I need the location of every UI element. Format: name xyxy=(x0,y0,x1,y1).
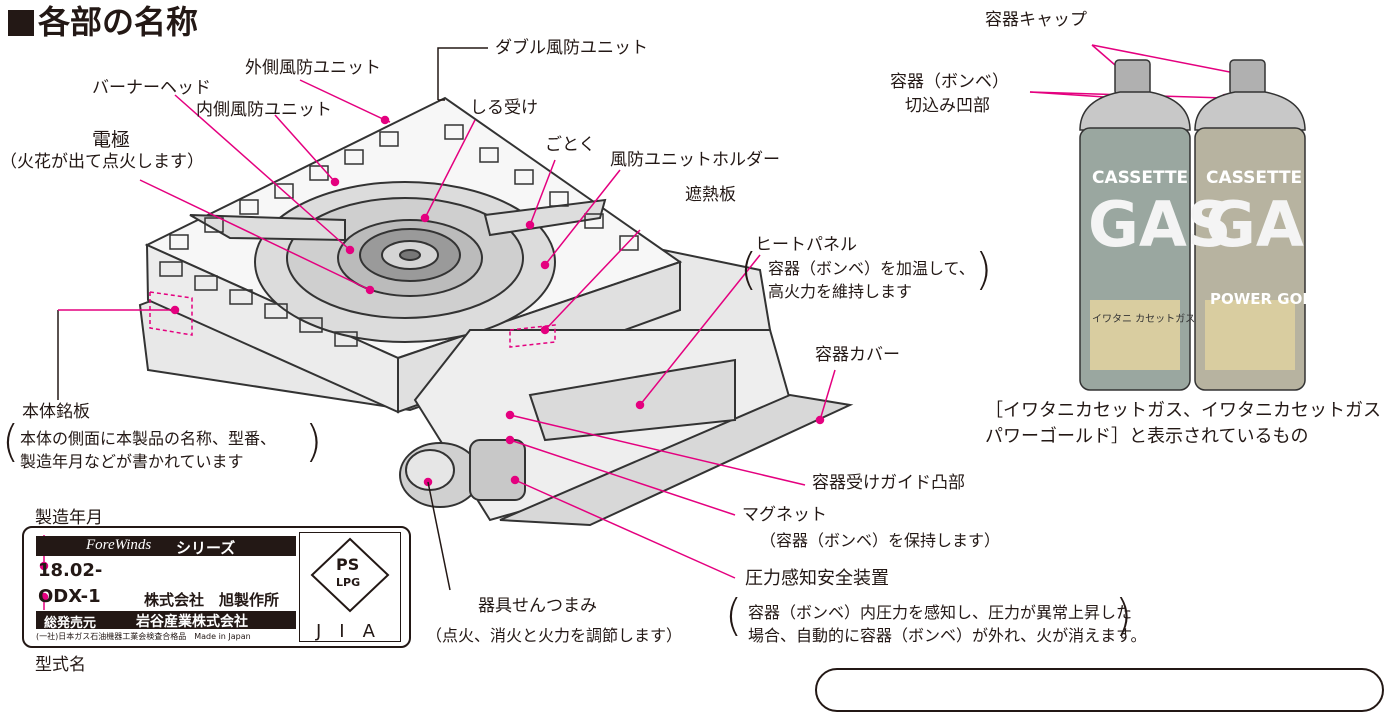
plate-seller-bar: 総発売元 岩谷産業株式会社 xyxy=(36,611,296,631)
pressure-paren-left: ( xyxy=(725,590,743,641)
label-name-plate: 本体銘板 xyxy=(22,402,90,422)
label-heat-panel-note-1: 容器（ボンベ）を加温して、 xyxy=(768,259,975,278)
label-pan-support: ごとく xyxy=(545,135,596,155)
label-heat-panel: ヒートパネル xyxy=(755,235,857,255)
title-square-icon xyxy=(8,10,34,36)
plate-seller: 岩谷産業株式会社 xyxy=(136,614,248,630)
label-heat-panel-note-2: 高火力を維持します xyxy=(768,282,913,301)
plate-date-value: 18.02- xyxy=(38,560,103,581)
page-title: 各部の名称 xyxy=(8,2,198,42)
info-box xyxy=(815,668,1384,712)
label-heat-shield: 遮熱板 xyxy=(685,185,736,205)
name-plate-paren-right: ) xyxy=(305,416,323,467)
ps-lpg-mark: PS LPG J I A xyxy=(299,532,401,642)
container-cover-shape xyxy=(499,393,854,527)
label-guide-bump: 容器受けガイド凸部 xyxy=(812,473,965,493)
label-container-cover: 容器カバー xyxy=(815,345,900,365)
ps-mark-top: PS xyxy=(336,555,360,574)
label-electrode-note: （火花が出て点火します） xyxy=(0,152,204,172)
can-left-band: イワタニ カセットガス xyxy=(1092,314,1196,325)
label-magnet: マグネット xyxy=(742,505,827,525)
plate-maker: 株式会社 旭製作所 xyxy=(144,591,280,609)
heat-panel-paren-left: ( xyxy=(740,244,758,295)
plate-seller-label: 総発売元 xyxy=(44,616,97,631)
label-model-name: 型式名 xyxy=(35,655,86,675)
label-name-plate-note-1: 本体の側面に本製品の名称、型番、 xyxy=(20,429,277,448)
label-knob-note: （点火、消火と火力を調節します） xyxy=(426,626,683,645)
rating-plate: ForeWinds シリーズ 18.02- ODX-1 株式会社 旭製作所 総発… xyxy=(22,526,411,648)
label-electrode: 電極 xyxy=(92,129,131,151)
label-mfg-date: 製造年月 xyxy=(35,508,103,528)
pressure-paren-right: ) xyxy=(1115,590,1133,641)
label-pressure-note-1: 容器（ボンベ）内圧力を感知し、圧力が異常上昇した xyxy=(748,603,1133,622)
heat-panel-paren-right: ) xyxy=(975,244,993,295)
jia-mark: J I A xyxy=(316,621,375,642)
label-can-notch-1: 容器（ボンベ） xyxy=(890,72,1009,92)
can-left-brand: CASSETTE xyxy=(1092,168,1189,188)
can-left-gas: GAS xyxy=(1088,188,1232,261)
label-inner-windscreen: 内側風防ユニット xyxy=(196,100,332,120)
label-windscreen-holder: 風防ユニットホルダー xyxy=(610,150,780,170)
label-can-caption-2: パワーゴールド］と表示されているもの xyxy=(985,426,1309,447)
label-magnet-note: （容器（ボンベ）を保持します） xyxy=(760,531,1001,550)
label-double-windscreen: ダブル風防ユニット xyxy=(495,38,648,58)
pan-support-shape xyxy=(189,214,346,242)
label-name-plate-note-2: 製造年月などが書かれています xyxy=(20,452,244,471)
plate-model-value: ODX-1 xyxy=(38,586,101,607)
plate-footnote: (一社)日本ガス石油機器工業会検査合格品 Made in Japan xyxy=(36,632,251,641)
stove-illustration xyxy=(39,44,1306,610)
name-plate-dashed-outline xyxy=(149,291,193,336)
can-right-band: POWER GOL xyxy=(1210,290,1312,308)
name-plate-paren-left: ( xyxy=(2,416,20,467)
label-burner-head: バーナーヘッド xyxy=(92,78,211,98)
can-right-gas: GAS xyxy=(1205,190,1305,260)
label-knob: 器具せんつまみ xyxy=(478,596,597,616)
label-outer-windscreen: 外側風防ユニット xyxy=(245,58,381,78)
label-pressure-note-2: 場合、自動的に容器（ボンベ）が外れ、火が消えます。 xyxy=(748,626,1147,645)
ps-mark-bottom: LPG xyxy=(336,576,361,589)
plate-series-brand: ForeWinds xyxy=(86,537,152,553)
label-can-caption-1: ［イワタニカセットガス、イワタニカセットガス xyxy=(985,400,1381,421)
plate-series-bar: ForeWinds シリーズ xyxy=(36,536,296,557)
label-pressure-device: 圧力感知安全装置 xyxy=(745,568,889,589)
can-left-cap xyxy=(1114,59,1151,96)
label-can-notch-2: 切込み凹部 xyxy=(905,96,990,116)
label-can-cap: 容器キャップ xyxy=(985,10,1087,30)
plate-series-suffix: シリーズ xyxy=(176,539,236,557)
can-right-brand: CASSETTE xyxy=(1206,168,1303,188)
label-drip-tray: しる受け xyxy=(470,98,538,118)
